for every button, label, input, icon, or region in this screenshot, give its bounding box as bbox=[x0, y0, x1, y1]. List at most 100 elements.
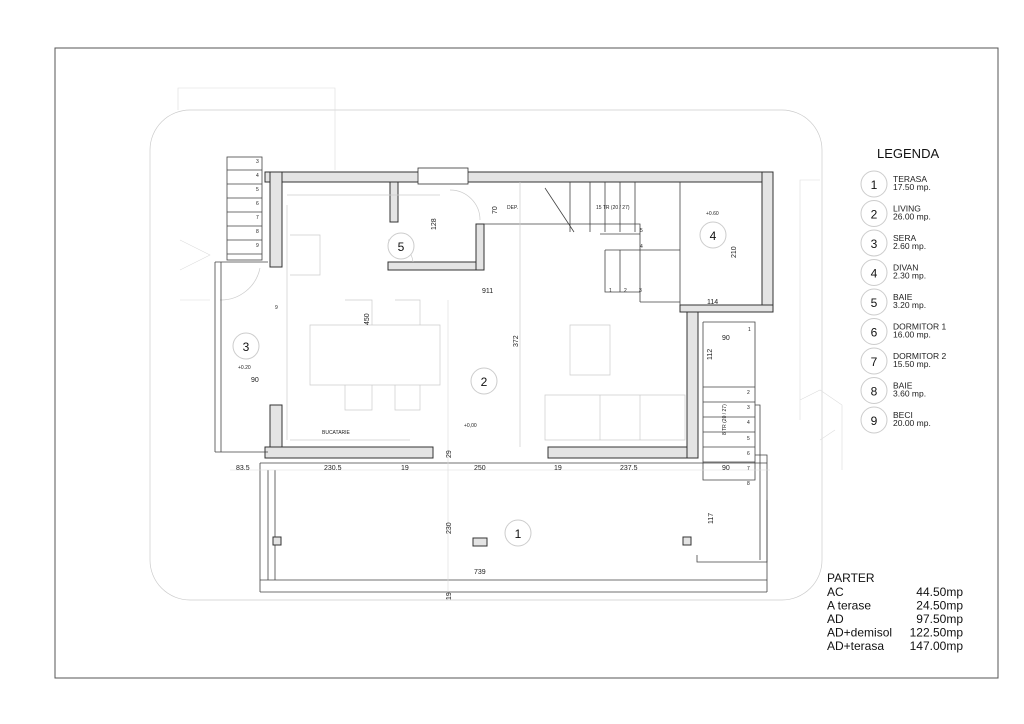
label-stair-top: 15 TR (20 / 27) bbox=[596, 205, 630, 211]
legend-room-name: DIVAN bbox=[893, 263, 918, 273]
summary-value: 122.50mp bbox=[910, 626, 964, 640]
legend-room-area: 26.00 mp. bbox=[893, 212, 931, 222]
svg-text:4: 4 bbox=[256, 173, 259, 179]
legend-title: LEGENDA bbox=[877, 146, 939, 161]
room-marker-4: 4 bbox=[699, 221, 727, 249]
svg-text:372: 372 bbox=[513, 335, 520, 347]
summary-row: A terase 24.50mp bbox=[827, 599, 963, 613]
step-numbers: 3 4 5 6 7 8 9 1 2 3 4 5 1 2 3 4 5 6 7 8 bbox=[256, 159, 751, 487]
legend-room-name: DORMITOR 2 bbox=[893, 351, 946, 361]
legend-room-area: 3.20 mp. bbox=[893, 300, 926, 310]
legend-number: 4 bbox=[871, 267, 878, 281]
site-boundary bbox=[149, 109, 823, 601]
legend-number: 1 bbox=[871, 178, 878, 192]
svg-text:237.5: 237.5 bbox=[620, 465, 638, 472]
svg-text:2: 2 bbox=[624, 288, 627, 294]
svg-text:210: 210 bbox=[731, 246, 738, 258]
label-dep: DEP. bbox=[507, 205, 518, 211]
summary-key: A terase bbox=[827, 599, 871, 613]
room-marker-2: 2 bbox=[470, 367, 498, 395]
room-marker-3: 3 bbox=[232, 332, 260, 360]
sera-walls bbox=[214, 261, 268, 453]
svg-text:230.5: 230.5 bbox=[324, 465, 342, 472]
svg-text:250: 250 bbox=[474, 465, 486, 472]
legend-room-area: 3.60 mp. bbox=[893, 389, 926, 399]
legend-number-circle bbox=[860, 288, 888, 316]
svg-text:19: 19 bbox=[446, 592, 453, 600]
legend-number-circle bbox=[860, 318, 888, 345]
legend-item: 7 DORMITOR 215.50 mp. bbox=[860, 347, 946, 375]
svg-text:5: 5 bbox=[640, 228, 643, 234]
label-level-0: +0,00 bbox=[464, 423, 477, 429]
summary-key: AC bbox=[827, 585, 844, 599]
legend-room-area: 2.30 mp. bbox=[893, 271, 926, 281]
legend-room-name: DORMITOR 1 bbox=[893, 322, 946, 332]
label-stair-right: 8 TR (20 / 27) bbox=[722, 404, 728, 435]
svg-text:114: 114 bbox=[707, 299, 718, 306]
legend-number-circle bbox=[860, 200, 888, 227]
stair-left bbox=[226, 156, 263, 261]
svg-text:739: 739 bbox=[474, 569, 486, 576]
legend-room-name: TERASA bbox=[893, 174, 927, 184]
plan-labels: DEP. 15 TR (20 / 27) 8 TR (20 / 27) BUCA… bbox=[238, 205, 728, 436]
svg-text:4: 4 bbox=[640, 244, 643, 250]
summary-value: 97.50mp bbox=[916, 612, 963, 626]
svg-text:3: 3 bbox=[243, 340, 250, 354]
legend-number-circle bbox=[860, 406, 888, 434]
svg-text:8: 8 bbox=[747, 481, 750, 487]
svg-text:5: 5 bbox=[256, 187, 259, 193]
svg-text:1: 1 bbox=[748, 327, 751, 333]
svg-text:128: 128 bbox=[431, 218, 438, 230]
svg-text:3: 3 bbox=[256, 159, 259, 165]
svg-text:1: 1 bbox=[609, 288, 612, 294]
room-markers: 1 2 3 4 5 bbox=[232, 221, 727, 547]
svg-text:450: 450 bbox=[364, 313, 371, 325]
legend-room-area: 20.00 mp. bbox=[893, 418, 931, 428]
svg-text:112: 112 bbox=[707, 349, 714, 360]
summary-value: 44.50mp bbox=[916, 585, 963, 599]
summary-key: AD bbox=[827, 612, 844, 626]
svg-text:3: 3 bbox=[747, 405, 750, 411]
summary-value: 24.50mp bbox=[916, 599, 963, 613]
legend-number: 2 bbox=[871, 208, 878, 222]
legend-number-circle bbox=[860, 347, 888, 375]
legend-number: 5 bbox=[871, 296, 878, 310]
legend-number: 7 bbox=[871, 355, 878, 369]
svg-text:4: 4 bbox=[747, 420, 750, 426]
legend-number: 9 bbox=[871, 414, 878, 428]
svg-text:8: 8 bbox=[256, 229, 259, 235]
legend-room-name: BECI bbox=[893, 410, 913, 420]
svg-text:4: 4 bbox=[710, 229, 717, 243]
legend-number-circle bbox=[860, 229, 888, 257]
stair-lines bbox=[484, 182, 768, 563]
svg-text:90: 90 bbox=[722, 335, 730, 342]
legend-room-name: SERA bbox=[893, 233, 916, 243]
legend-room-area: 15.50 mp. bbox=[893, 359, 931, 369]
svg-text:90: 90 bbox=[251, 377, 259, 384]
summary-row: AD 97.50mp bbox=[827, 612, 963, 626]
svg-text:19: 19 bbox=[401, 465, 409, 472]
svg-text:9: 9 bbox=[256, 243, 259, 249]
svg-text:83.5: 83.5 bbox=[236, 465, 250, 472]
svg-text:7: 7 bbox=[747, 466, 750, 472]
svg-text:911: 911 bbox=[482, 288, 493, 295]
legend-room-name: LIVING bbox=[893, 204, 921, 214]
legend-room-name: BAIE bbox=[893, 381, 913, 391]
room-marker-1: 1 bbox=[504, 519, 532, 547]
svg-text:7: 7 bbox=[256, 215, 259, 221]
neighbor-lines bbox=[177, 87, 836, 441]
svg-text:230: 230 bbox=[446, 522, 453, 534]
svg-text:6: 6 bbox=[256, 201, 259, 207]
svg-text:90: 90 bbox=[722, 465, 730, 472]
svg-text:3: 3 bbox=[639, 288, 642, 294]
legend-room-area: 2.60 mp. bbox=[893, 241, 926, 251]
svg-text:5: 5 bbox=[747, 436, 750, 442]
